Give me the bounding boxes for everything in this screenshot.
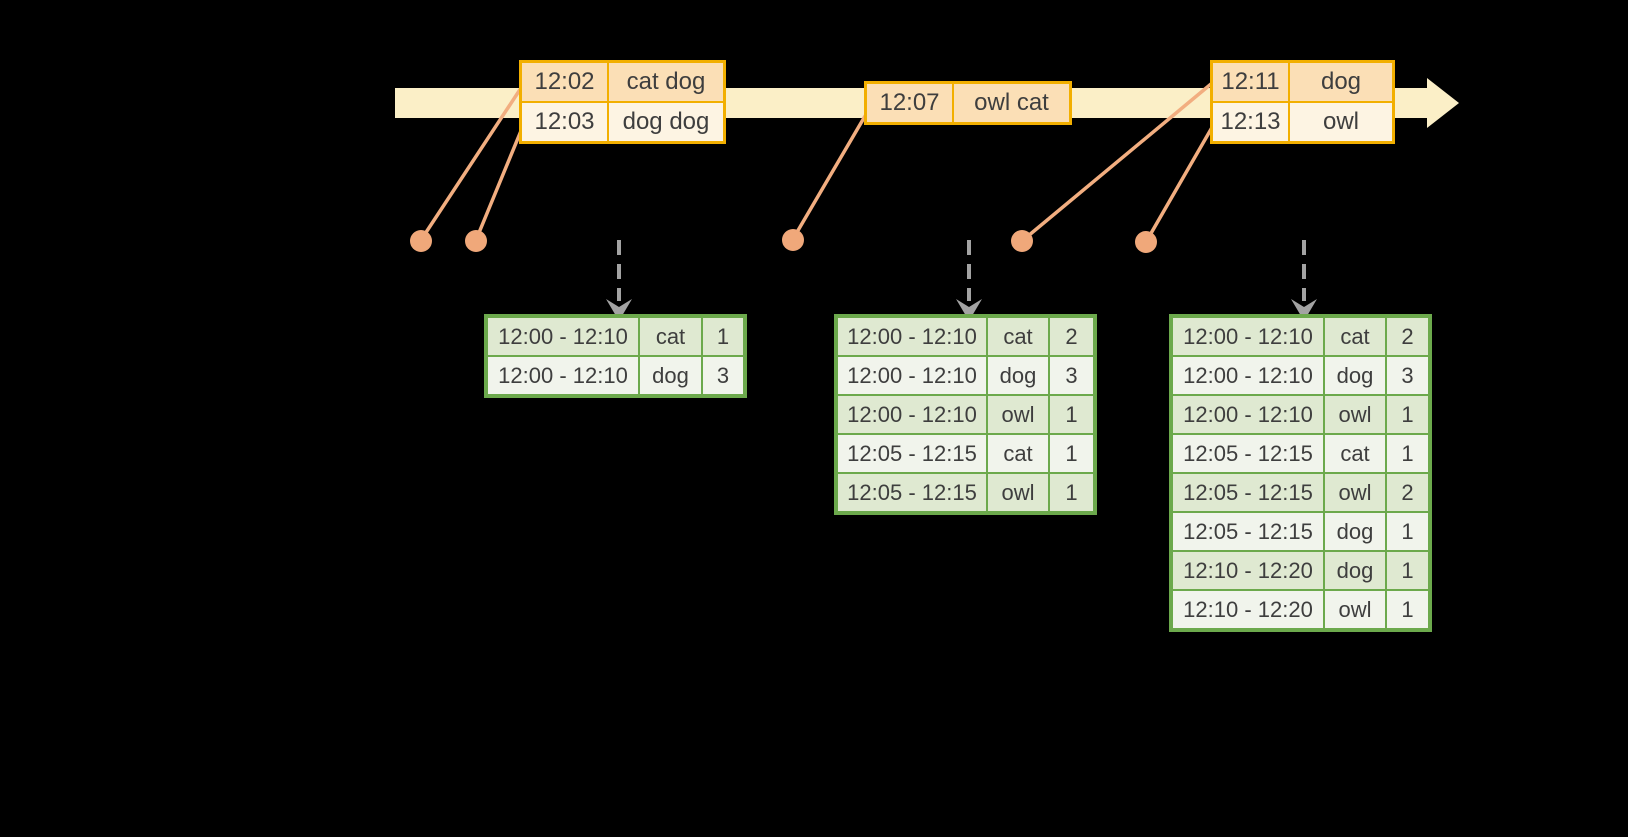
count-cell: 1 [1387,591,1428,628]
word-cell: owl [1325,396,1385,433]
word-cell: dog [640,357,701,394]
count-cell: 1 [1387,552,1428,589]
count-cell: 2 [1387,474,1428,511]
event-connector-line [791,109,870,241]
count-cell: 2 [1387,318,1428,355]
window-cell: 12:00 - 12:10 [488,357,638,394]
word-cell: dog [988,357,1048,394]
count-cell: 1 [1050,396,1093,433]
event-dots [410,229,1157,253]
word-cell: cat [988,318,1048,355]
window-cell: 12:10 - 12:20 [1173,591,1323,628]
event-time-cell: 12:03 [522,103,607,141]
event-time-cell: 12:07 [867,84,952,122]
right-arrow-icon [1427,78,1459,128]
word-cell: cat [1325,435,1385,472]
event-connectors [419,82,1216,244]
count-cell: 2 [1050,318,1093,355]
event-time-cell: 12:13 [1213,103,1288,141]
event-connector-line [419,86,523,242]
event-connector-line [1020,82,1213,243]
event-dot-icon [1135,231,1157,253]
count-cell: 3 [703,357,743,394]
word-cell: cat [640,318,701,355]
window-cell: 12:00 - 12:10 [1173,396,1323,433]
window-cell: 12:00 - 12:10 [1173,357,1323,394]
count-cell: 1 [703,318,743,355]
window-cell: 12:05 - 12:15 [838,435,986,472]
down-arrow-icon [606,299,632,321]
window-cell: 12:05 - 12:15 [1173,474,1323,511]
word-cell: dog [1325,357,1385,394]
event-time-cell: 12:02 [522,63,607,101]
word-cell: owl [988,474,1048,511]
event-dot-icon [782,229,804,251]
event-words-cell: dog [1290,63,1392,101]
event-dot-icon [1011,230,1033,252]
down-arrow-icon [1291,299,1317,321]
event-words-cell: owl [1290,103,1392,141]
event-dot-icon [465,230,487,252]
window-cell: 12:00 - 12:10 [838,318,986,355]
count-cell: 3 [1050,357,1093,394]
count-cell: 3 [1387,357,1428,394]
event-words-cell: owl cat [954,84,1069,122]
event-time-cell: 12:11 [1213,63,1288,101]
event-connector-line [474,124,525,242]
word-cell: owl [1325,591,1385,628]
word-cell: owl [1325,474,1385,511]
count-cell: 1 [1387,513,1428,550]
window-cell: 12:05 - 12:15 [1173,513,1323,550]
event-words-cell: dog dog [609,103,723,141]
window-cell: 12:00 - 12:10 [1173,318,1323,355]
word-cell: owl [988,396,1048,433]
word-cell: dog [1325,552,1385,589]
event-connector-line [1144,122,1216,244]
trigger-arrows [606,240,1317,321]
count-cell: 1 [1387,396,1428,433]
count-cell: 1 [1050,474,1093,511]
window-cell: 12:05 - 12:15 [1173,435,1323,472]
word-cell: dog [1325,513,1385,550]
window-cell: 12:00 - 12:10 [488,318,638,355]
window-cell: 12:00 - 12:10 [838,357,986,394]
window-cell: 12:00 - 12:10 [838,396,986,433]
word-cell: cat [1325,318,1385,355]
count-cell: 1 [1387,435,1428,472]
event-words-cell: cat dog [609,63,723,101]
down-arrow-icon [956,299,982,321]
window-cell: 12:05 - 12:15 [838,474,986,511]
word-cell: cat [988,435,1048,472]
count-cell: 1 [1050,435,1093,472]
event-dot-icon [410,230,432,252]
window-cell: 12:10 - 12:20 [1173,552,1323,589]
